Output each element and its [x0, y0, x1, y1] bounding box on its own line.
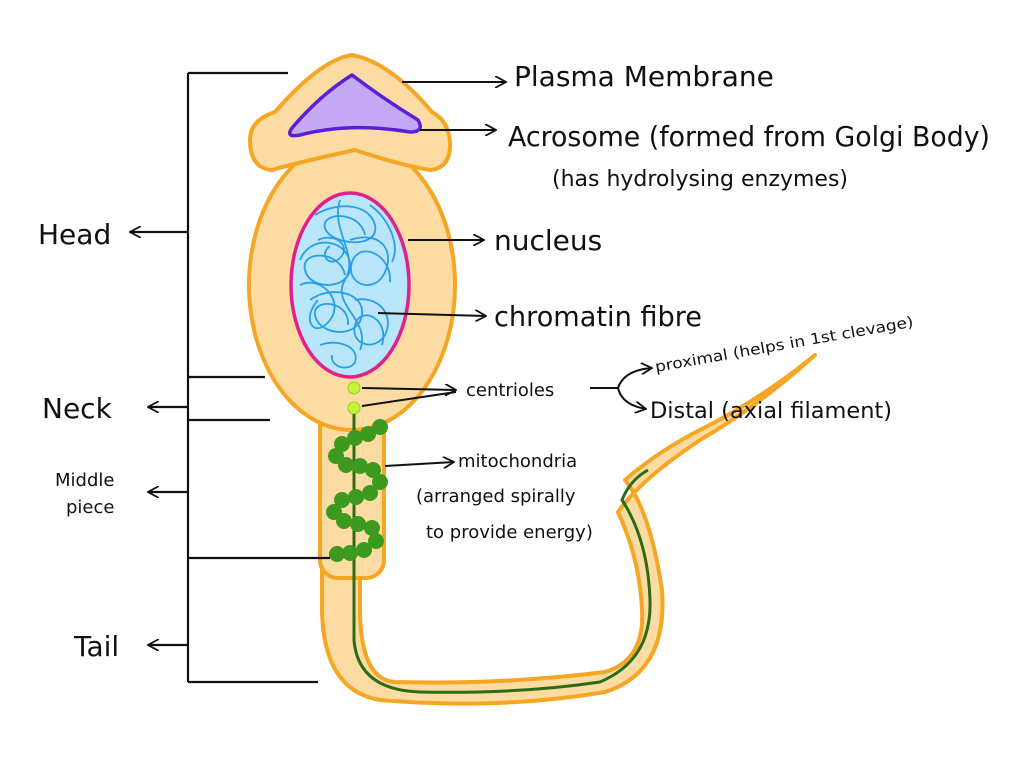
label-mito-note-1: (arranged spirally	[416, 486, 576, 507]
pointer-arrows	[361, 82, 652, 466]
mitochondrion	[329, 546, 345, 562]
mitochondrion	[372, 474, 388, 490]
mitochondrion	[372, 419, 388, 435]
mitochondria-arrow	[384, 462, 454, 466]
proximal-arrow	[617, 368, 652, 389]
label-piece: piece	[66, 497, 114, 518]
chromatin-arrow	[377, 313, 486, 316]
label-mito-note-2: to provide energy)	[426, 522, 593, 543]
axial-filament	[352, 414, 652, 694]
mitochondrion	[338, 457, 354, 473]
mitochondrion	[334, 492, 350, 508]
label-chromatin: chromatin fibre	[494, 300, 702, 333]
mitochondrion	[350, 516, 366, 532]
label-nucleus: nucleus	[494, 224, 602, 257]
mitochondrion	[336, 513, 352, 529]
label-distal: Distal (axial filament)	[650, 399, 892, 424]
tail-body	[319, 353, 817, 706]
label-neck: Neck	[42, 392, 113, 425]
centriole-arrow-1	[361, 388, 456, 390]
label-mitochondria: mitochondria	[458, 451, 577, 472]
label-head: Head	[38, 218, 111, 251]
label-tail: Tail	[73, 630, 119, 663]
mitochondrion	[334, 436, 350, 452]
label-acrosome-note: (has hydrolysing enzymes)	[552, 167, 848, 192]
sperm-body	[247, 53, 817, 706]
label-plasma-membrane: Plasma Membrane	[514, 60, 774, 93]
mitochondria	[326, 419, 388, 562]
mitochondrion	[360, 426, 376, 442]
label-middle: Middle	[55, 470, 114, 491]
distal-arrow	[617, 387, 646, 409]
chromatin-fibre	[299, 199, 396, 369]
mitochondrion	[342, 545, 358, 561]
nucleus	[289, 191, 411, 379]
centriole-distal	[347, 401, 361, 415]
mitochondrion	[356, 542, 372, 558]
mitochondrion	[362, 485, 378, 501]
mitochondrion	[364, 520, 380, 536]
centriole-proximal	[347, 381, 361, 395]
mitochondrion	[348, 489, 364, 505]
mitochondrion	[352, 458, 368, 474]
acrosome	[288, 73, 422, 138]
mitochondrion	[368, 533, 384, 549]
region-brackets	[130, 71, 330, 684]
centriole-arrow-2	[361, 391, 457, 407]
mitochondrion	[365, 462, 381, 478]
label-centrioles: centrioles	[466, 380, 554, 401]
label-acrosome: Acrosome (formed from Golgi Body)	[508, 120, 990, 153]
mitochondrion	[347, 430, 363, 446]
